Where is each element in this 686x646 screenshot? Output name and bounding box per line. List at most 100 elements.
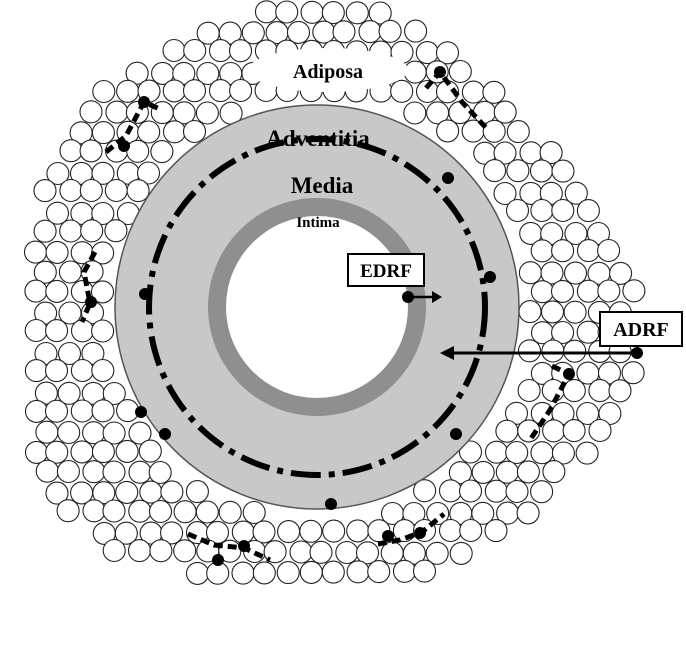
adipocyte-cell: [404, 19, 428, 43]
adipocyte-cell: [505, 479, 529, 504]
adipocyte-cell: [402, 541, 426, 565]
adipocyte-cell: [128, 460, 152, 484]
adipocyte-cell: [91, 161, 115, 185]
varicosity-dot: [138, 96, 150, 108]
adipocyte-cell: [392, 559, 417, 583]
adipocyte-cell: [551, 159, 575, 183]
adipocyte-cell: [576, 199, 600, 223]
adipocyte-cell: [309, 540, 333, 564]
adipocyte-cell: [45, 201, 70, 225]
adipocyte-cell: [91, 399, 115, 423]
adipocyte-cell: [33, 179, 57, 203]
adipocyte-cell: [471, 460, 495, 484]
adipocyte-cell: [493, 141, 517, 165]
adipocyte-cell: [195, 101, 219, 125]
adipocyte-cell: [56, 459, 80, 484]
adipocyte-cell: [438, 518, 463, 543]
adipocyte-cell: [412, 559, 437, 583]
adventitia-label: Adventitia: [266, 126, 370, 151]
adipocyte-cell: [126, 179, 150, 203]
adiposa-label: Adiposa: [293, 61, 363, 83]
adipocyte-cell: [551, 320, 575, 345]
adipocyte-cell: [59, 178, 83, 203]
adipocyte-cell: [160, 480, 184, 504]
adipocyte-cell: [540, 300, 565, 324]
adipocyte-cell: [530, 280, 554, 304]
adipocyte-cell: [564, 181, 588, 205]
adipocyte-cell: [45, 279, 69, 303]
adipocyte-cell: [185, 561, 210, 585]
media-label: Media: [291, 173, 354, 198]
adipocyte-cell: [173, 539, 197, 563]
nerve-varicosity-dots: [85, 66, 643, 566]
adipocyte-cell: [575, 441, 599, 465]
adipocyte-cell: [137, 120, 161, 144]
adipocyte-cell: [91, 358, 115, 383]
adipocyte-cell: [530, 441, 554, 465]
adipocyte-cell: [505, 440, 529, 465]
adipocyte-cell: [517, 378, 541, 403]
adipocyte-cell: [461, 80, 485, 104]
adipocyte-cell: [495, 419, 519, 443]
adipocyte-cell: [231, 520, 255, 544]
adipocyte-cell: [484, 519, 508, 543]
adipocyte-cell: [115, 439, 139, 463]
adipocyte-cell: [35, 459, 59, 483]
adipocyte-cell: [518, 300, 542, 324]
media-nerve-dashdot-line: [146, 136, 488, 478]
adipocyte-cell: [228, 39, 253, 63]
adipocyte-cell: [321, 1, 345, 25]
adipocyte-cell: [183, 38, 207, 63]
adipocyte-cell: [608, 379, 632, 403]
adipocyte-cell: [495, 460, 519, 484]
adipocyte-cell: [45, 240, 69, 264]
adipocyte-cell: [149, 539, 173, 563]
adipose-nerve-line-bottom-left: [187, 531, 272, 563]
adipocyte-cell: [102, 538, 126, 563]
adipocyte-cell: [104, 219, 128, 243]
adipocyte-cell: [57, 420, 81, 445]
varicosity-dot: [563, 368, 575, 380]
adipocyte-cell: [24, 399, 49, 423]
adipocyte-cell: [116, 79, 140, 103]
varicosity-dot: [159, 428, 171, 440]
varicosity-dot: [484, 271, 496, 283]
adipocyte-cell: [57, 381, 81, 405]
adipocyte-cell: [299, 560, 323, 584]
adipocyte-cell: [529, 159, 554, 183]
varicosity-dot: [135, 406, 147, 418]
adipocyte-cell: [459, 518, 483, 543]
adipocyte-cell: [551, 198, 575, 223]
adipocyte-cell: [598, 401, 622, 426]
adipocyte-cell: [70, 399, 94, 423]
adipocyte-cell: [530, 198, 554, 223]
adipocyte-cell: [208, 39, 233, 63]
edrf-label-box: [347, 253, 425, 287]
adipocyte-cell: [45, 440, 69, 464]
adipocyte-cell: [378, 19, 402, 43]
adipocyte-cell: [102, 460, 126, 484]
adipocyte-cell: [127, 539, 152, 563]
adipocyte-cell: [597, 361, 622, 385]
adipocyte-cell: [562, 379, 586, 403]
adipose-nerve-line-right: [527, 363, 573, 442]
adipocyte-cell: [125, 61, 149, 85]
adipocyte-cell: [162, 120, 187, 144]
adipocyte-cell: [550, 279, 575, 303]
adipocyte-cell: [564, 221, 588, 246]
varicosity-dot: [238, 540, 250, 552]
adipocyte-cell: [148, 499, 173, 524]
adipocyte-cell: [332, 20, 356, 44]
adipocyte-cell: [91, 440, 115, 464]
adipocyte-cell: [516, 501, 540, 525]
adipocyte-cell: [358, 20, 382, 44]
adipocyte-cell: [45, 481, 69, 505]
adipocyte-cell: [182, 119, 207, 144]
adipocyte-cell: [58, 260, 82, 284]
adipocyte-cell: [57, 341, 82, 366]
adipocyte-cell: [482, 119, 506, 143]
adipocyte-cell: [136, 161, 161, 185]
adipocyte-cell: [346, 560, 370, 584]
varicosity-dot: [382, 530, 394, 542]
adipocyte-cell: [128, 421, 152, 445]
